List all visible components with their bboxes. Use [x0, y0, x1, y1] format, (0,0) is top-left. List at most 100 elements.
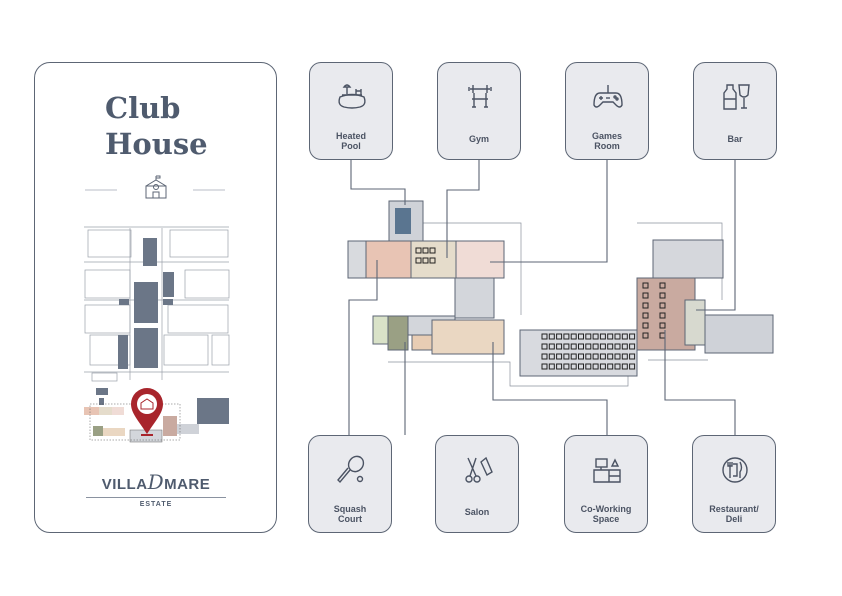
table-mark: [629, 363, 636, 370]
table-mark: [607, 343, 614, 350]
table-mark: [585, 353, 592, 360]
amenity-card-squash-court[interactable]: Squash Court: [308, 435, 392, 533]
table-mark: [548, 363, 555, 370]
table-mark: [621, 343, 628, 350]
outdoor-terrace-outline: [388, 222, 723, 387]
minimap-fields: [96, 238, 229, 424]
table-mark: [592, 333, 599, 340]
table-mark: [578, 353, 584, 360]
table-mark: [570, 353, 577, 360]
racket-icon: [337, 455, 365, 484]
table-mark: [642, 322, 649, 329]
table-mark: [642, 282, 649, 289]
table-mark: [642, 292, 649, 299]
connector-lines: [348, 160, 736, 435]
amenity-card-restaurant-deli[interactable]: Restaurant/ Deli: [692, 435, 776, 533]
table-mark: [642, 302, 649, 309]
amenity-card-co-working-space[interactable]: Co-Working Space: [564, 435, 648, 533]
gym-room: [410, 240, 457, 279]
scissors-comb-icon: [465, 456, 493, 483]
table-mark: [570, 333, 577, 340]
table-mark: [541, 363, 548, 370]
minimap-clubhouse: [84, 403, 199, 443]
table-mark: [599, 333, 606, 340]
table-mark: [429, 257, 436, 264]
table-mark: [642, 332, 649, 339]
table-mark: [592, 363, 599, 370]
table-mark: [659, 322, 666, 329]
wine-bottle-glass-icon: [723, 84, 750, 110]
table-mark: [422, 257, 429, 264]
clubhouse-building-icon: [145, 175, 167, 199]
desk-computer-icon: [593, 458, 621, 483]
table-mark: [556, 353, 563, 360]
page-title: Club House: [105, 91, 208, 161]
games-room: [455, 240, 505, 279]
amenity-card-bar[interactable]: Bar: [693, 62, 777, 160]
table-mark: [659, 282, 666, 289]
table-mark: [556, 333, 563, 340]
squash-court-room: [365, 240, 412, 279]
table-mark: [629, 333, 636, 340]
salon-room: [411, 334, 433, 351]
table-mark: [541, 353, 548, 360]
rooms: [347, 200, 774, 377]
table-mark: [659, 292, 666, 299]
table-mark: [621, 363, 628, 370]
table-mark: [556, 343, 563, 350]
table-mark: [599, 353, 606, 360]
table-mark: [614, 333, 621, 340]
amenity-card-games-room[interactable]: Games Room: [565, 62, 649, 160]
table-mark: [548, 353, 555, 360]
coworking-room: [431, 319, 505, 355]
location-pin-icon: [131, 388, 163, 436]
table-mark: [599, 363, 606, 370]
table-mark: [614, 343, 621, 350]
table-mark: [629, 353, 636, 360]
gamepad-icon: [593, 85, 623, 108]
table-mark: [629, 343, 636, 350]
table-mark: [659, 312, 666, 319]
table-mark: [585, 333, 592, 340]
table-mark: [578, 343, 584, 350]
table-mark: [422, 247, 429, 254]
amenity-card-heated-pool[interactable]: Heated Pool: [309, 62, 393, 160]
villa-del-mare-logo: VILLADMARE ESTATE: [86, 470, 226, 508]
amenity-card-salon[interactable]: Salon: [435, 435, 519, 533]
table-mark: [607, 353, 614, 360]
table-mark: [570, 343, 577, 350]
table-mark: [563, 363, 570, 370]
table-mark: [592, 353, 599, 360]
table-mark: [570, 363, 577, 370]
table-mark: [621, 353, 628, 360]
table-mark: [592, 343, 599, 350]
table-mark: [599, 343, 606, 350]
table-mark: [614, 353, 621, 360]
amenity-card-gym[interactable]: Gym: [437, 62, 521, 160]
dumbbell-icon: [468, 85, 492, 108]
table-mark: [642, 312, 649, 319]
table-mark: [541, 333, 548, 340]
table-mark: [563, 353, 570, 360]
table-mark: [563, 343, 570, 350]
table-mark: [659, 302, 666, 309]
table-mark: [585, 343, 592, 350]
table-mark: [429, 247, 436, 254]
table-mark: [578, 363, 584, 370]
pool-basin: [395, 208, 411, 234]
table-mark: [548, 333, 555, 340]
table-mark: [548, 343, 555, 350]
table-mark: [614, 363, 621, 370]
bar-counter: [684, 299, 706, 346]
pool-icon: [338, 84, 366, 109]
table-mark: [578, 333, 584, 340]
plate-cutlery-icon: [722, 457, 748, 483]
table-mark: [415, 247, 422, 254]
table-mark: [541, 343, 548, 350]
table-mark: [563, 333, 570, 340]
table-mark: [621, 333, 628, 340]
table-mark: [607, 363, 614, 370]
